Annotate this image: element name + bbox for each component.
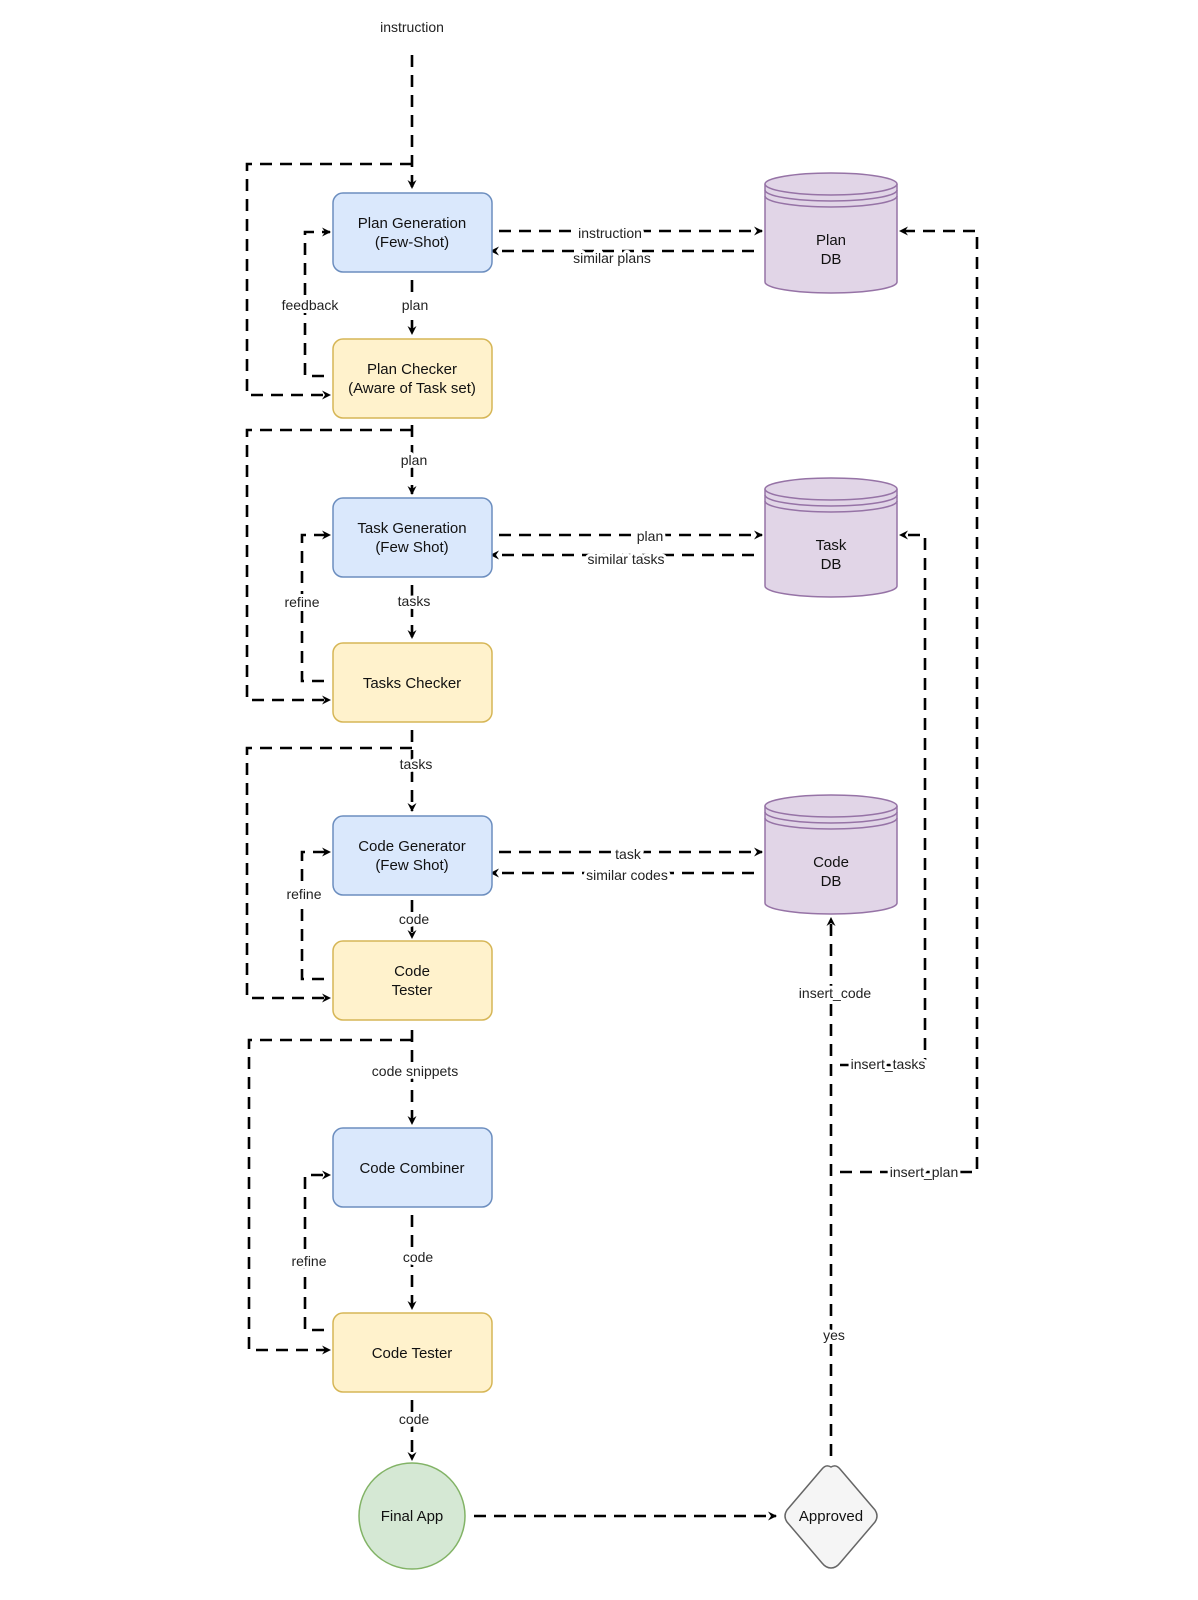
edge-refine-2 bbox=[300, 847, 331, 981]
edges bbox=[245, 55, 979, 1521]
edge-loop-2 bbox=[245, 428, 412, 705]
code-tester-1-line2: Tester bbox=[392, 982, 433, 999]
code-tester-1-line1: Code bbox=[394, 963, 430, 980]
task-generation-line2: (Few Shot) bbox=[375, 539, 448, 556]
label-refine-2: refine bbox=[286, 886, 321, 902]
edge-refine-3 bbox=[303, 1170, 331, 1332]
label-refine-3: refine bbox=[291, 1253, 326, 1269]
label-insert-plan: insert_plan bbox=[890, 1164, 959, 1180]
plan-checker-line2: (Aware of Task set) bbox=[348, 380, 476, 397]
task-db-cylinder[interactable]: Task DB bbox=[764, 477, 898, 598]
edge-loop-4 bbox=[247, 1038, 412, 1355]
label-instruction-to-db: instruction bbox=[578, 225, 642, 241]
code-db-line2: DB bbox=[821, 873, 842, 890]
label-code-1: code bbox=[399, 911, 430, 927]
code-db-line1: Code bbox=[813, 854, 849, 871]
label-plan-2: plan bbox=[401, 452, 427, 468]
plan-checker-node[interactable]: Plan Checker (Aware of Task set) bbox=[332, 338, 493, 419]
label-feedback: feedback bbox=[282, 297, 340, 313]
nodes: Plan Generation (Few-Shot) Plan Checker … bbox=[332, 172, 898, 1570]
label-similar-plans: similar plans bbox=[573, 250, 651, 266]
label-code-2: code bbox=[403, 1249, 434, 1265]
task-db-line1: Task bbox=[816, 537, 847, 554]
label-insert-code: insert_code bbox=[799, 985, 872, 1001]
tasks-checker-label: Tasks Checker bbox=[363, 675, 461, 692]
edge-feedback bbox=[303, 227, 331, 378]
label-insert-tasks: insert_tasks bbox=[851, 1056, 926, 1072]
edge-loop-3 bbox=[245, 746, 412, 1003]
approved-decision-node[interactable]: Approved bbox=[784, 1465, 878, 1569]
plan-db-line2: DB bbox=[821, 251, 842, 268]
code-combiner-label: Code Combiner bbox=[359, 1160, 464, 1177]
edge-labels: instruction plan feedback instruction si… bbox=[279, 16, 962, 1430]
code-tester-2-label: Code Tester bbox=[372, 1345, 453, 1362]
label-refine-1: refine bbox=[284, 594, 319, 610]
final-app-label: Final App bbox=[381, 1508, 444, 1525]
edge-insert-tasks bbox=[840, 530, 927, 1067]
task-generation-line1: Task Generation bbox=[357, 520, 466, 537]
label-similar-codes: similar codes bbox=[586, 867, 668, 883]
code-generator-node[interactable]: Code Generator (Few Shot) bbox=[332, 815, 493, 896]
final-app-node[interactable]: Final App bbox=[358, 1462, 466, 1570]
plan-generation-line2: (Few-Shot) bbox=[375, 234, 449, 251]
label-tasks-2: tasks bbox=[400, 756, 433, 772]
task-generation-node[interactable]: Task Generation (Few Shot) bbox=[332, 497, 493, 578]
label-code-snippets: code snippets bbox=[372, 1063, 458, 1079]
label-similar-tasks: similar tasks bbox=[587, 551, 664, 567]
code-db-cylinder[interactable]: Code DB bbox=[764, 794, 898, 915]
edge-instruction-to-plan-checker bbox=[245, 162, 412, 400]
approved-label: Approved bbox=[799, 1508, 863, 1525]
label-instruction-in: instruction bbox=[380, 19, 444, 35]
code-combiner-node[interactable]: Code Combiner bbox=[332, 1127, 493, 1208]
edge-insert-plan bbox=[840, 226, 979, 1174]
code-generator-line1: Code Generator bbox=[358, 838, 466, 855]
tasks-checker-node[interactable]: Tasks Checker bbox=[332, 642, 493, 723]
label-yes: yes bbox=[823, 1327, 845, 1343]
label-plan-to-task-db: plan bbox=[637, 528, 663, 544]
code-tester-2-node[interactable]: Code Tester bbox=[332, 1312, 493, 1393]
label-plan-1: plan bbox=[402, 297, 428, 313]
plan-db-line1: Plan bbox=[816, 232, 846, 249]
task-db-line2: DB bbox=[821, 556, 842, 573]
plan-checker-line1: Plan Checker bbox=[367, 361, 457, 378]
code-generator-line2: (Few Shot) bbox=[375, 857, 448, 874]
label-code-3: code bbox=[399, 1411, 430, 1427]
code-tester-1-node[interactable]: Code Tester bbox=[332, 940, 493, 1021]
label-task-to-code-db: task bbox=[615, 846, 642, 862]
plan-db-cylinder[interactable]: Plan DB bbox=[764, 172, 898, 294]
plan-generation-node[interactable]: Plan Generation (Few-Shot) bbox=[332, 192, 493, 273]
label-tasks-1: tasks bbox=[398, 593, 431, 609]
edge-refine-1 bbox=[300, 530, 331, 683]
plan-generation-line1: Plan Generation bbox=[358, 215, 466, 232]
